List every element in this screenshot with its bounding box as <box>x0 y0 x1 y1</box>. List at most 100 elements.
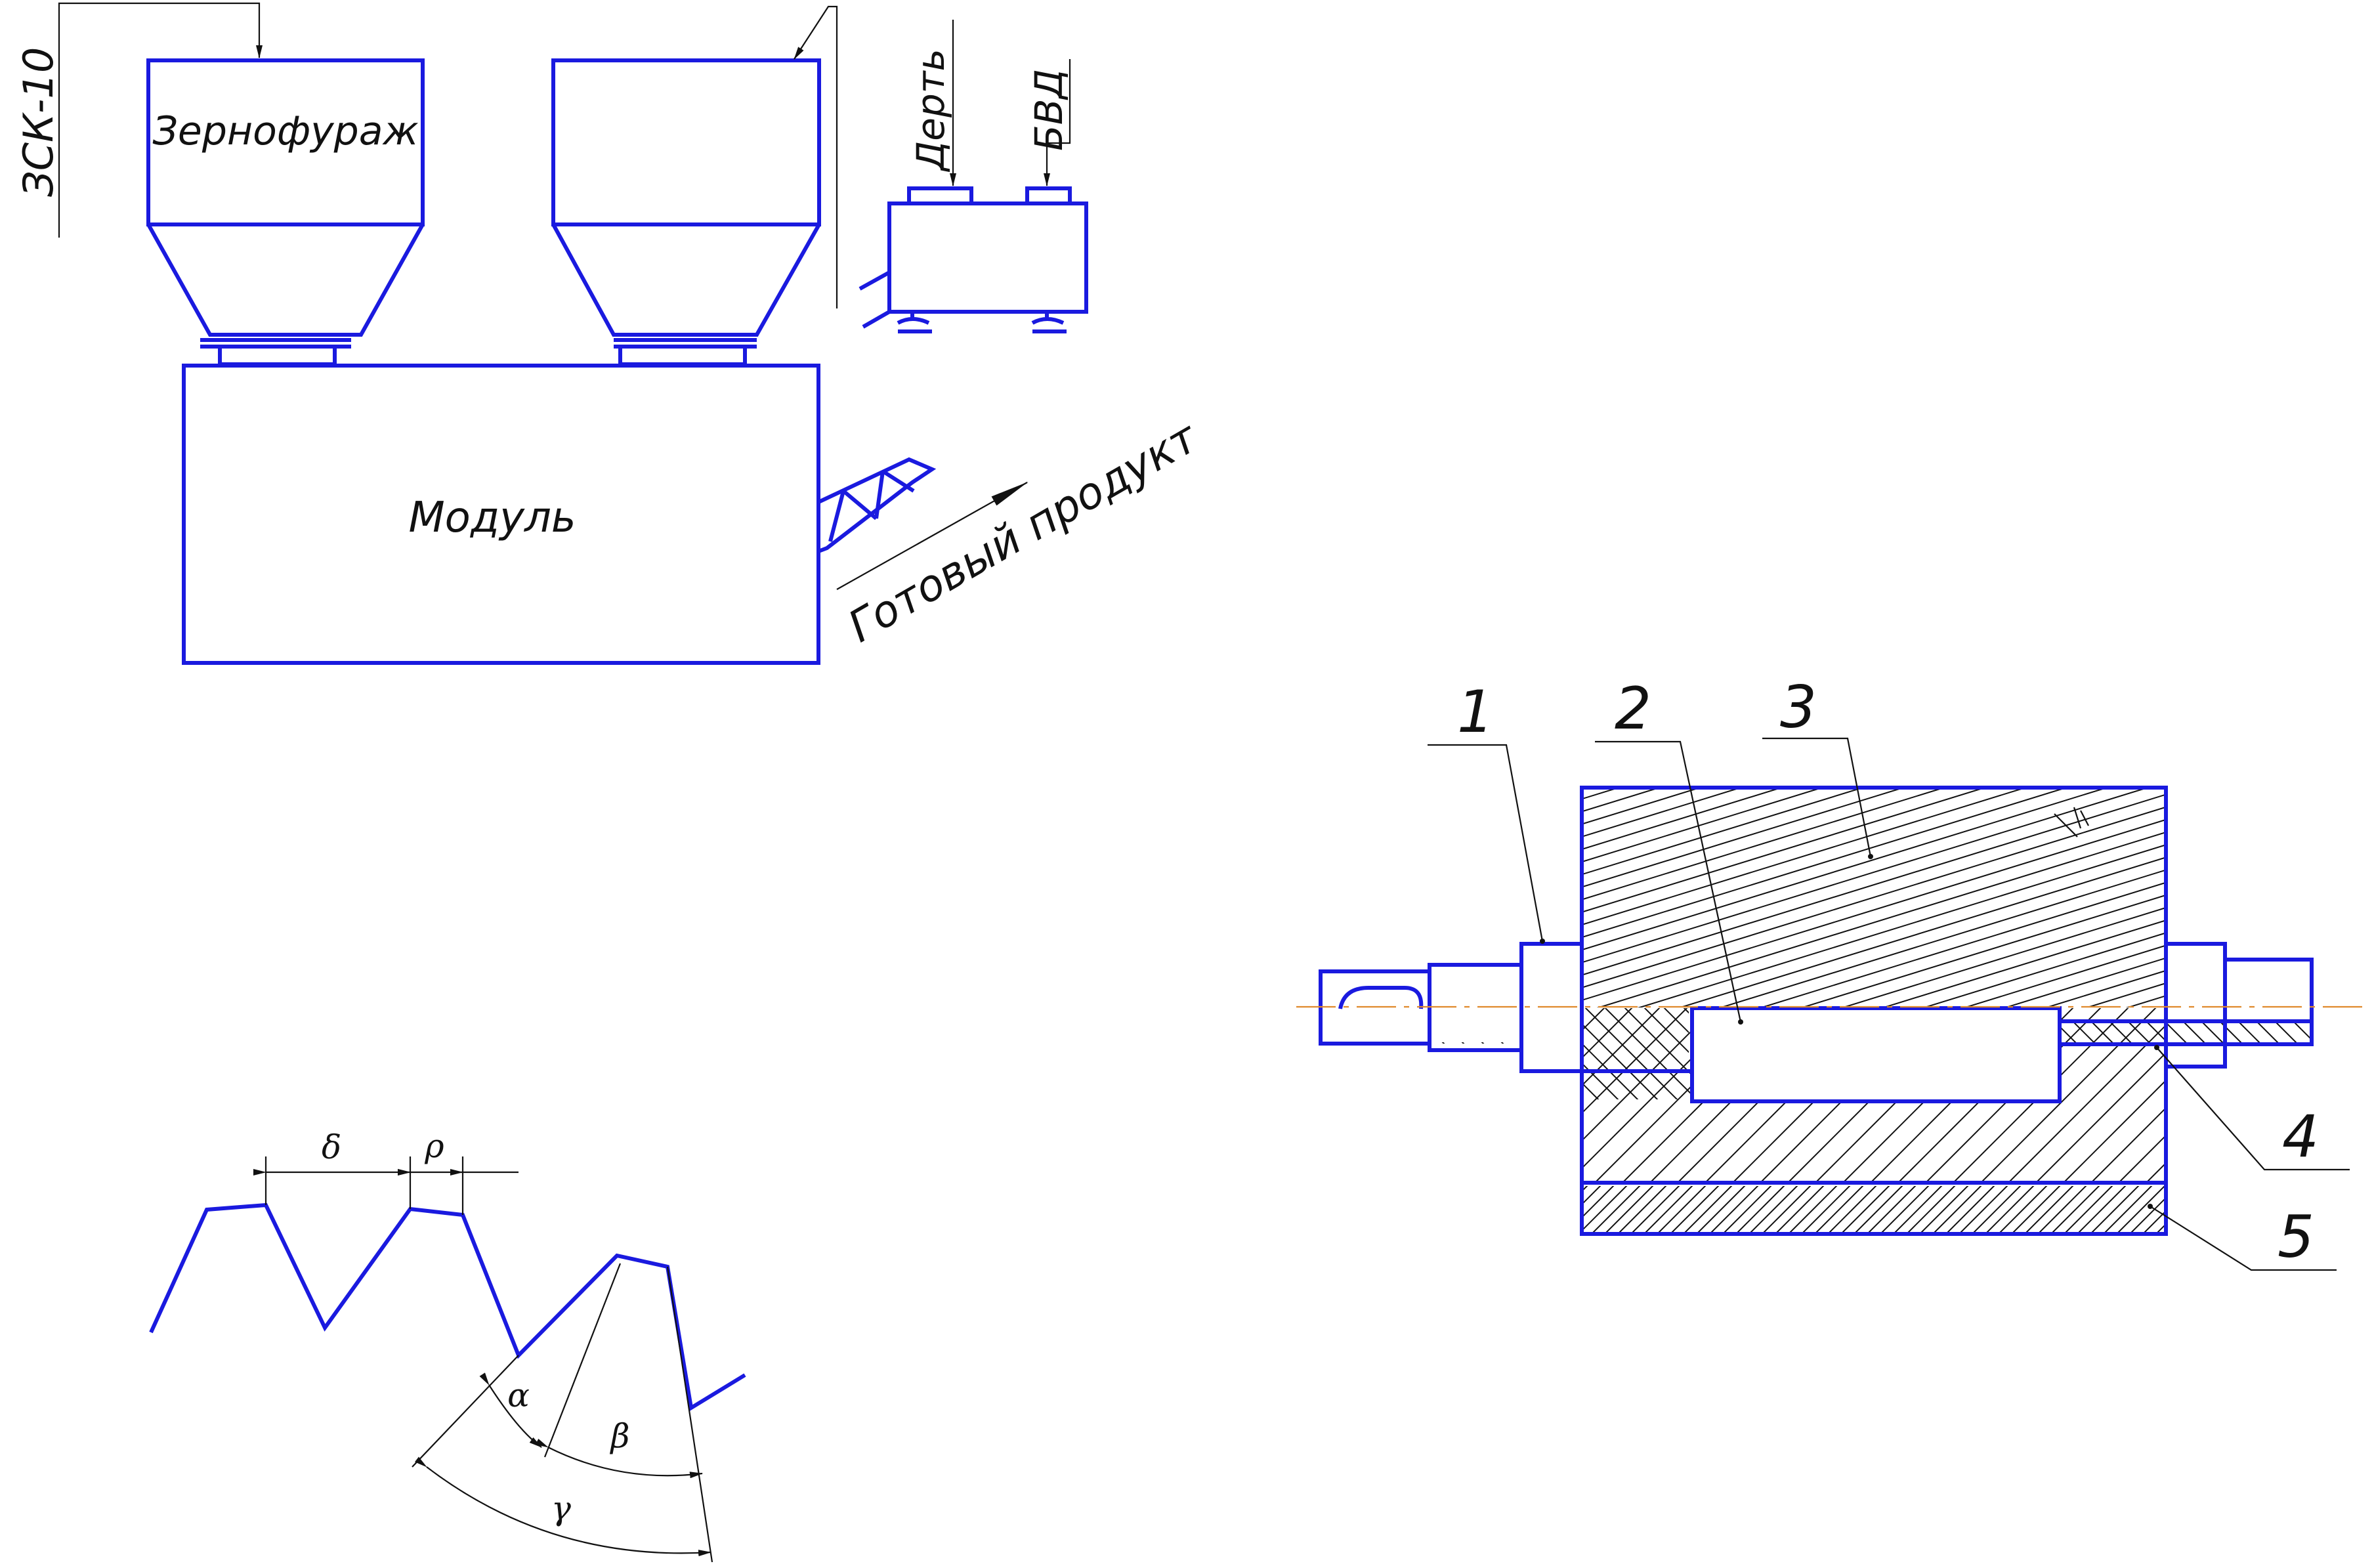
hatch-line <box>1263 1185 1313 1234</box>
hatch-line <box>2365 1007 2374 1185</box>
hatch-line <box>1833 1021 1859 1047</box>
hatch-line <box>1303 1185 1352 1234</box>
hatch-line <box>1152 1007 1329 1185</box>
hatch-line <box>1671 1186 1720 1232</box>
hatch-line <box>2280 788 2374 1011</box>
hatch-line <box>1763 1186 1812 1232</box>
output-label: Готовый продукт <box>840 411 1208 652</box>
hatch-line <box>1960 1186 2008 1232</box>
screw-conveyor <box>817 457 937 553</box>
hatch-line <box>1582 788 1782 851</box>
hatch-line <box>1080 1185 1129 1234</box>
hatch-line <box>2012 1186 2061 1232</box>
hatch-line <box>1277 1185 1326 1234</box>
hatch-line <box>1011 1004 1109 1103</box>
hatch-line <box>794 1004 893 1103</box>
callout-1: 1 <box>1457 678 1494 746</box>
hatch-line <box>1647 1008 1826 1183</box>
hatch-line <box>2052 1186 2100 1232</box>
hatch-line <box>1473 1185 1523 1234</box>
hatch-line <box>755 1004 853 1103</box>
hatch-line <box>1582 818 2166 1001</box>
hatch-line <box>1582 788 1985 913</box>
hatch-line <box>1581 1008 1681 1099</box>
hatch-line <box>1582 788 1904 888</box>
hatch-line <box>1582 788 1823 863</box>
hatch-line <box>1815 1186 1864 1232</box>
hatch-line <box>1785 1008 1964 1183</box>
hatch-line <box>1947 1186 1995 1232</box>
hatch-line <box>1592 1008 1771 1183</box>
callout-3: 3 <box>1780 673 1817 741</box>
hatch-line <box>1316 1185 1365 1234</box>
hatch-line <box>1759 1004 1857 1103</box>
hatch-line <box>2017 1021 2043 1047</box>
hatch-line <box>1838 1004 1936 1103</box>
hatch-line <box>2078 1186 2127 1232</box>
hatch-line <box>1582 1008 1688 1183</box>
hatch-line <box>1342 1185 1391 1234</box>
hatch-line <box>1684 1186 1733 1232</box>
hatch-line <box>932 1004 1030 1103</box>
hatch-line <box>1962 1021 1988 1047</box>
hatch-upper <box>1582 788 2374 1011</box>
process-scheme: ЗСК-10 Зернофураж <box>14 2 1208 665</box>
hatch-line <box>1800 894 2166 1007</box>
hatch-line <box>1158 1185 1208 1234</box>
hatch-line <box>2353 1185 2374 1234</box>
hatch-line <box>1881 1186 1930 1232</box>
hatch-line <box>1211 1185 1260 1234</box>
hatch-line <box>1097 1007 1274 1185</box>
hatch-line <box>2222 1185 2271 1234</box>
hatch-line <box>1999 1186 2048 1232</box>
hatch-line <box>1907 1021 1933 1047</box>
hatch-line <box>1069 1007 1246 1185</box>
hatch-line <box>1172 1185 1221 1234</box>
hatch-base <box>948 1185 2374 1234</box>
hatch-line <box>1365 1008 1464 1099</box>
hatch-line <box>1262 1007 1439 1185</box>
hatch-line <box>1434 1185 1483 1234</box>
hatch-line <box>1778 1021 1804 1047</box>
output-arrow <box>836 482 1028 590</box>
hatch-line <box>2025 1186 2074 1232</box>
gamma-label: γ <box>551 1489 571 1527</box>
second-hopper <box>551 58 821 366</box>
hatch-line <box>2006 1008 2166 1183</box>
hatch-line <box>986 1007 1164 1185</box>
hatch-line <box>2337 1007 2374 1185</box>
hatch-line <box>1582 806 2166 988</box>
tooth-profile: δ ρ α β γ <box>149 1127 746 1563</box>
hatch-line <box>1198 1185 1247 1234</box>
hatch-line <box>1868 1186 1917 1232</box>
hatch-line <box>988 1185 1037 1234</box>
hatch-line <box>849 1007 1026 1185</box>
hatch-line <box>1720 1004 1818 1103</box>
hatch-line <box>2172 1007 2349 1185</box>
hatch-line <box>1460 1185 1510 1234</box>
hatch-line <box>1395 1185 1444 1234</box>
hatch-line <box>1620 1008 1798 1183</box>
hatch-line <box>948 1185 998 1234</box>
hatch-line <box>2133 1004 2232 1103</box>
hatch-line <box>1999 1021 2025 1047</box>
beta-label: β <box>610 1417 630 1455</box>
hatch-line <box>1500 1185 1549 1234</box>
hatch-line <box>2033 1008 2166 1183</box>
hatch-line <box>1145 1185 1195 1234</box>
hatch-line <box>959 1007 1136 1185</box>
hatch-line <box>2327 1185 2374 1234</box>
hatch-shaft-left <box>755 1004 2232 1103</box>
hatch-line <box>1888 1021 1915 1047</box>
hatch-line <box>1042 1007 1219 1185</box>
hatch-line <box>1980 1021 2006 1047</box>
hatch-line <box>2039 1186 2087 1232</box>
hatch-line <box>1582 788 1863 876</box>
hatch-line <box>1896 1008 2074 1183</box>
hatch-line <box>1637 844 2166 1007</box>
zsk-label: ЗСК-10 <box>14 47 62 197</box>
hatch-line <box>1923 1008 2102 1183</box>
hatch-line <box>971 1004 1070 1103</box>
hatch-line <box>2169 1185 2218 1234</box>
hatch-line <box>1897 1004 1995 1103</box>
